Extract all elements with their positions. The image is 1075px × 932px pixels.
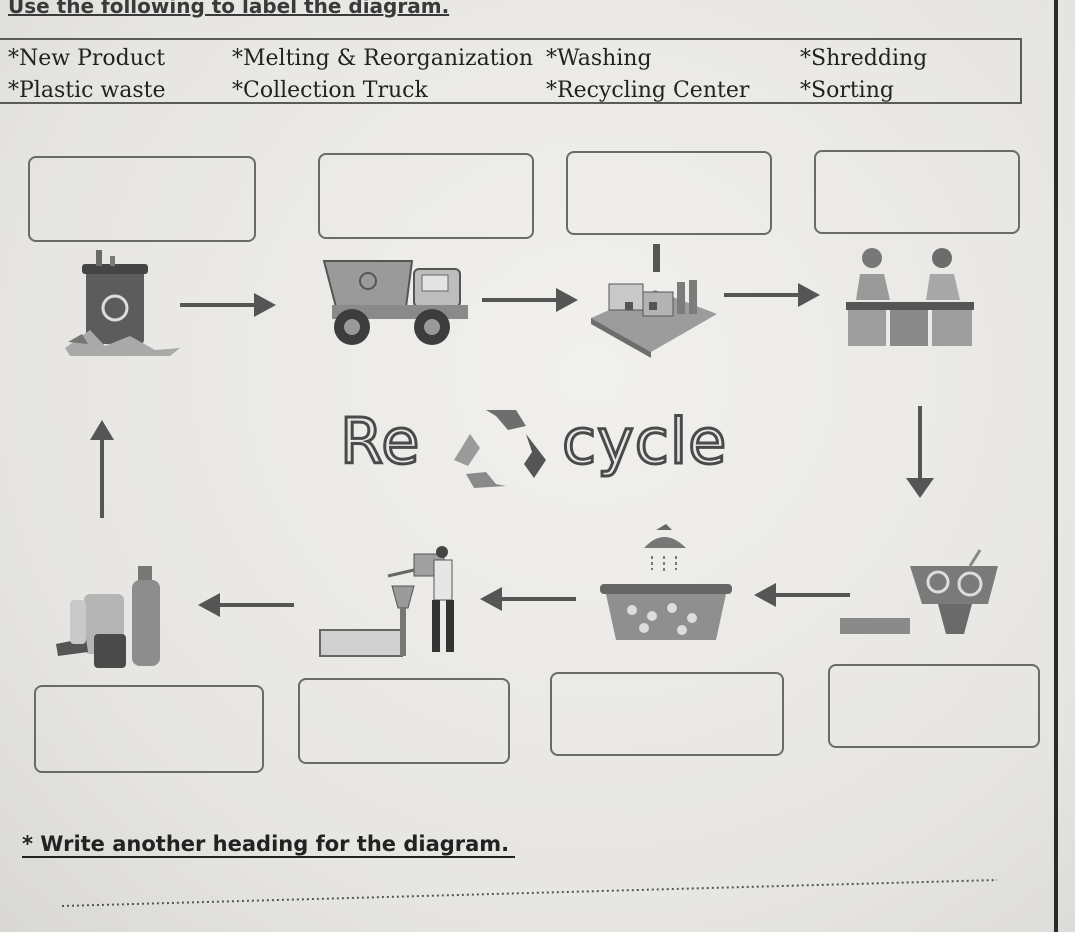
arrow-right-icon: [724, 283, 820, 307]
word-bank-item: *Collection Truck: [232, 78, 428, 103]
arrow-right-icon: [180, 293, 276, 317]
label-box-5[interactable]: [828, 664, 1040, 748]
arrow-left-icon: [480, 587, 576, 611]
word-bank-item: *New Product: [8, 46, 166, 71]
arrow-left-icon: [754, 583, 850, 607]
plastic-waste-bin-icon: [65, 250, 180, 356]
shredder-icon: [840, 549, 998, 634]
arrow-left-icon: [198, 593, 294, 617]
arrow-right-icon: [482, 288, 578, 312]
recycle-symbol-icon: [454, 410, 546, 488]
word-bank: *New Product *Melting & Reorganization *…: [0, 38, 1022, 104]
label-box-2[interactable]: [318, 153, 534, 239]
instruction-text: Use the following to label the diagram.: [8, 0, 450, 18]
melting-machine-icon: [319, 546, 454, 657]
page-border-right: [1054, 0, 1058, 932]
collection-truck-icon: [322, 260, 468, 345]
label-box-7[interactable]: [298, 678, 510, 764]
word-bank-item: *Washing: [546, 46, 652, 71]
answer-line[interactable]: [62, 870, 997, 910]
label-box-3[interactable]: [566, 151, 772, 235]
arrow-down-icon: [906, 406, 934, 498]
arrow-up-icon: [90, 420, 114, 518]
label-box-1[interactable]: [28, 156, 256, 242]
word-bank-item: *Sorting: [800, 78, 894, 103]
word-bank-item: *Shredding: [800, 46, 928, 71]
label-box-4[interactable]: [814, 150, 1020, 234]
new-product-bottles-icon: [56, 566, 160, 668]
label-box-6[interactable]: [550, 672, 784, 756]
recycling-center-icon: [591, 244, 717, 358]
label-box-8[interactable]: [34, 685, 264, 773]
word-bank-item: *Plastic waste: [8, 78, 166, 103]
word-bank-item: *Melting & Reorganization: [232, 46, 534, 71]
word-bank-item: *Recycling Center: [546, 78, 750, 103]
center-title-cycle: cycle: [560, 404, 728, 480]
center-title-re: Re: [338, 404, 421, 480]
sorting-workers-icon: [846, 248, 974, 346]
heading-question: * Write another heading for the diagram.: [22, 832, 516, 858]
washing-tub-icon: [600, 524, 732, 640]
